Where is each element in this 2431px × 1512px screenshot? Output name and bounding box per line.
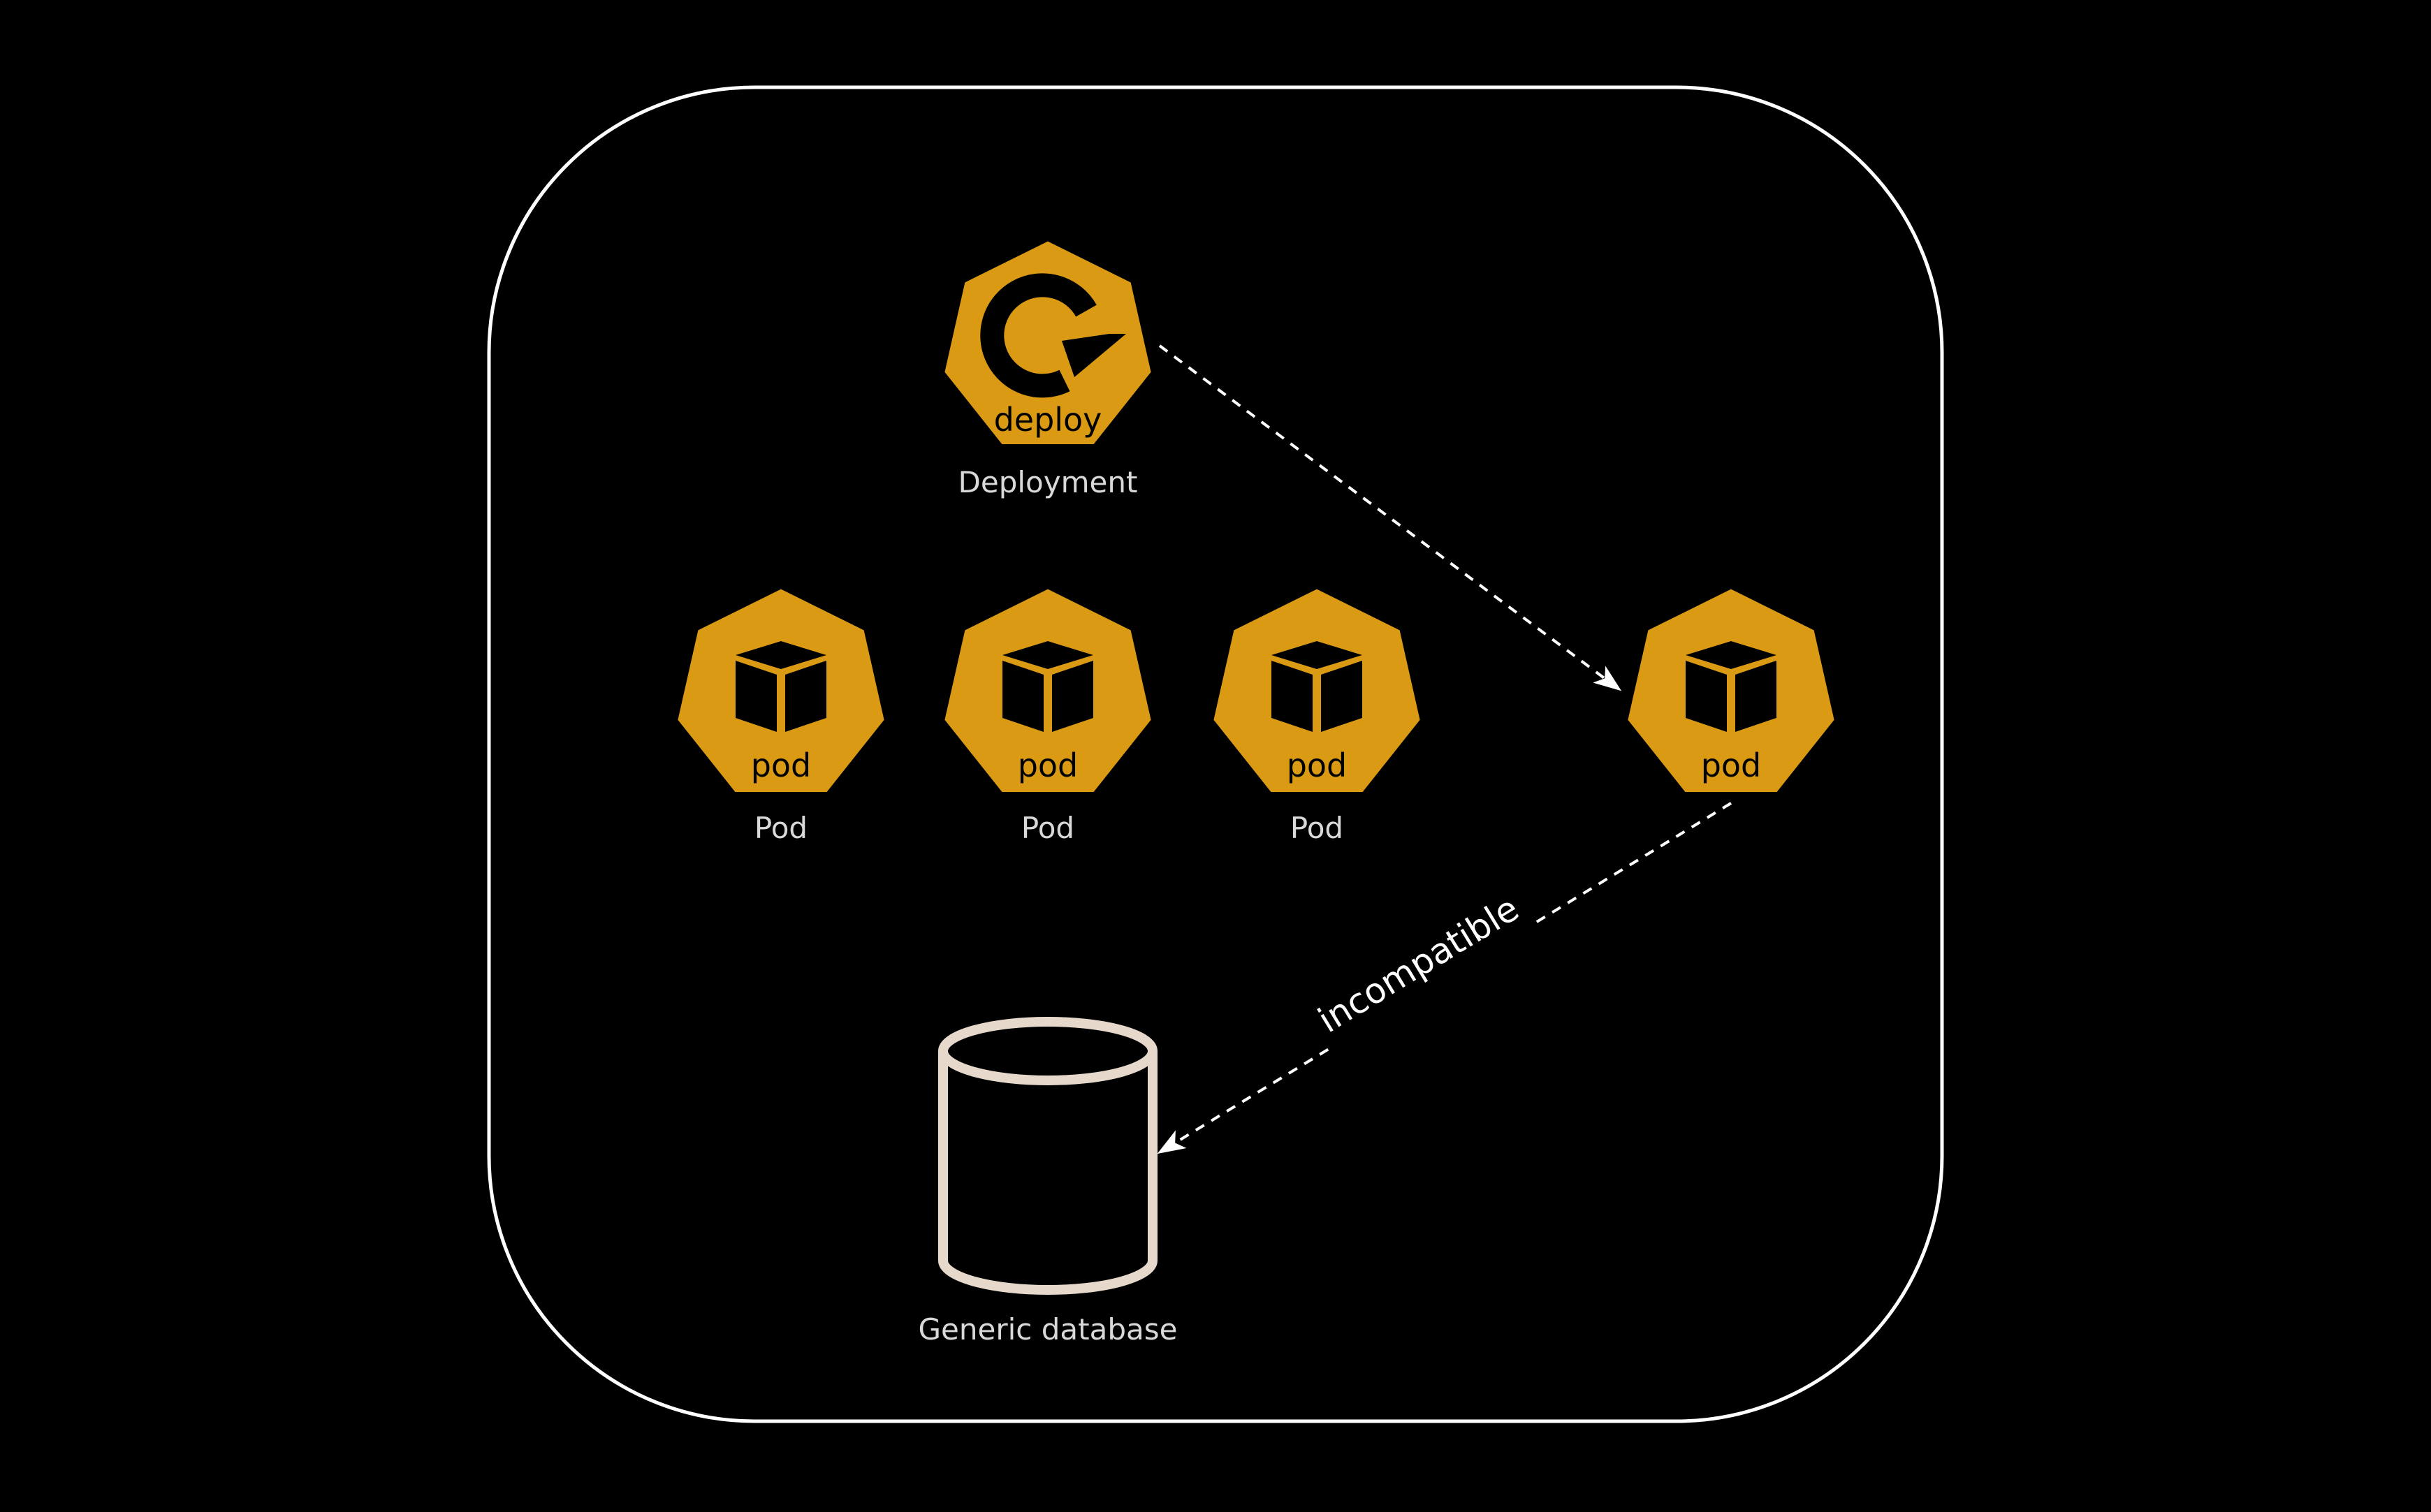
pod-icon-label: pod <box>751 747 812 784</box>
deployment-caption: Deployment <box>958 465 1138 499</box>
pod-icon-label: pod <box>1018 747 1079 784</box>
edge-label-gap <box>1287 854 1549 1073</box>
edge-deployment-to-pod <box>1158 344 1622 691</box>
database-node: Generic database <box>919 1017 1178 1346</box>
pod-caption: Pod <box>1290 811 1343 845</box>
pod-caption: Pod <box>754 811 808 845</box>
database-caption: Generic database <box>919 1312 1178 1346</box>
pod-icon-label: pod <box>1701 747 1762 784</box>
pod-icon-label: pod <box>1287 747 1348 784</box>
deployment-node: deploy Deployment <box>937 234 1158 499</box>
pod-icon: pod <box>1621 582 1841 799</box>
pod-node: pod Pod <box>937 582 1158 845</box>
pod-node: pod Pod <box>1206 582 1427 845</box>
pod-icon: pod <box>1206 582 1427 799</box>
pod-icon: pod <box>937 582 1158 799</box>
new-pod-node: pod <box>1621 582 1841 799</box>
cluster-boundary <box>487 85 1944 1423</box>
pod-node: pod Pod <box>671 582 891 845</box>
pod-caption: Pod <box>1021 811 1074 845</box>
pod-icon: pod <box>671 582 891 799</box>
deploy-icon: deploy <box>937 234 1158 451</box>
database-icon <box>938 1017 1158 1295</box>
deploy-icon-label: deploy <box>994 401 1102 439</box>
